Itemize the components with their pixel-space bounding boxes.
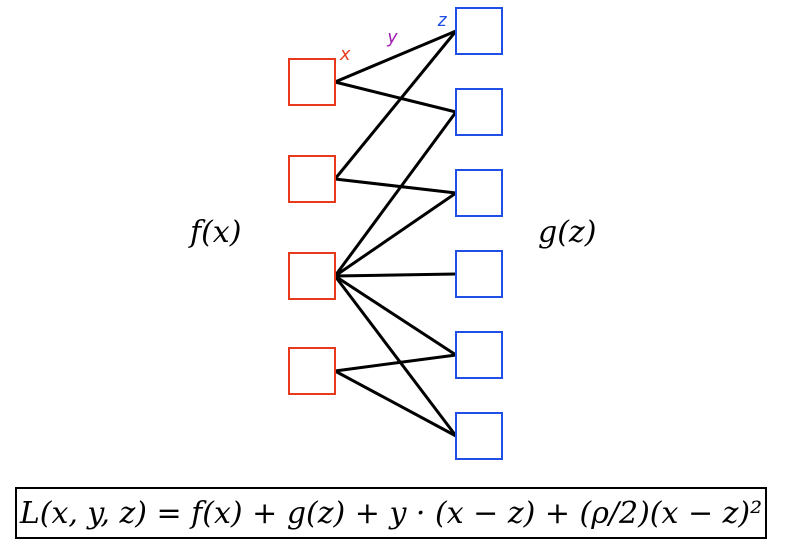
edge-label-x: x (339, 44, 351, 65)
edge-left2-right3 (334, 177, 457, 195)
left-node-3 (288, 252, 336, 300)
right-node-6 (455, 412, 503, 460)
lagrangian-formula-box: L(x, y, z) = f(x) + g(z) + y · (x − z) +… (15, 487, 767, 539)
right-node-4 (455, 250, 503, 298)
edges-layer (333, 29, 458, 438)
nodes-layer (288, 7, 503, 460)
edge-left3-right6 (333, 275, 458, 437)
edge-left4-right6 (334, 369, 457, 438)
edge-left3-right2 (333, 111, 458, 277)
left-node-4 (288, 347, 336, 395)
edge-left1-right2 (334, 80, 457, 114)
left-node-1 (288, 58, 336, 106)
right-node-5 (455, 331, 503, 379)
right-function-label: g(z) (538, 215, 596, 250)
edge-label-y: y (386, 27, 398, 48)
lagrangian-formula: L(x, y, z) = f(x) + g(z) + y · (x − z) +… (19, 495, 763, 531)
left-function-label: f(x) (188, 215, 241, 250)
right-node-2 (455, 88, 503, 136)
edge-left4-right5 (334, 353, 457, 373)
edge-left3-right5 (334, 274, 457, 357)
right-node-3 (455, 169, 503, 217)
edge-label-z: z (437, 10, 448, 31)
edge-left3-right3 (334, 191, 457, 278)
left-node-2 (288, 155, 336, 203)
edge-left3-right4 (334, 272, 457, 278)
edge-left1-right1 (334, 29, 457, 84)
right-node-1 (455, 7, 503, 55)
edge-left2-right1 (333, 30, 458, 180)
